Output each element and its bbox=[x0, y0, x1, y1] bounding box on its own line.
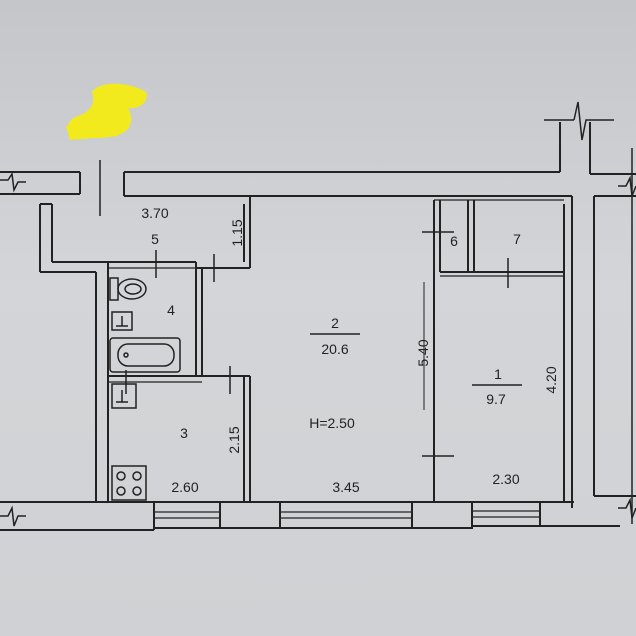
outer-wall-right bbox=[544, 101, 636, 524]
room-number-5: 5 bbox=[151, 231, 159, 247]
dimension-1-15: 1.15 bbox=[229, 219, 245, 246]
window-living bbox=[219, 501, 413, 529]
room-number-1: 1 bbox=[494, 366, 502, 382]
dimension-2-60: 2.60 bbox=[171, 479, 198, 495]
ceiling-height-label: H=2.50 bbox=[309, 415, 355, 431]
outer-wall-top bbox=[0, 160, 572, 216]
dimension-3-70: 3.70 bbox=[141, 205, 168, 221]
interior-walls bbox=[108, 196, 565, 502]
dimension-4-20: 4.20 bbox=[543, 366, 559, 393]
kitchen-sink-icon bbox=[111, 383, 137, 409]
toilet-icon bbox=[109, 277, 147, 301]
dimension-3-45: 3.45 bbox=[332, 479, 359, 495]
outer-wall-left bbox=[39, 203, 109, 502]
yellow-highlight-mark bbox=[66, 83, 147, 140]
room-area-1: 9.7 bbox=[486, 391, 506, 407]
room-number-4: 4 bbox=[167, 302, 175, 318]
window-bedroom bbox=[411, 501, 541, 529]
dimension-2-15: 2.15 bbox=[226, 426, 242, 453]
window-kitchen bbox=[153, 501, 221, 529]
room-number-2: 2 bbox=[331, 315, 339, 331]
room-number-3: 3 bbox=[180, 425, 188, 441]
dimension-2-30: 2.30 bbox=[492, 471, 519, 487]
stove-icon bbox=[111, 465, 147, 501]
dimension-5-40: 5.40 bbox=[415, 339, 431, 366]
bathtub-icon bbox=[109, 337, 181, 373]
sink-icon bbox=[111, 311, 133, 331]
room-number-7: 7 bbox=[513, 231, 521, 247]
room-area-2: 20.6 bbox=[321, 341, 348, 357]
room-number-6: 6 bbox=[450, 233, 458, 249]
